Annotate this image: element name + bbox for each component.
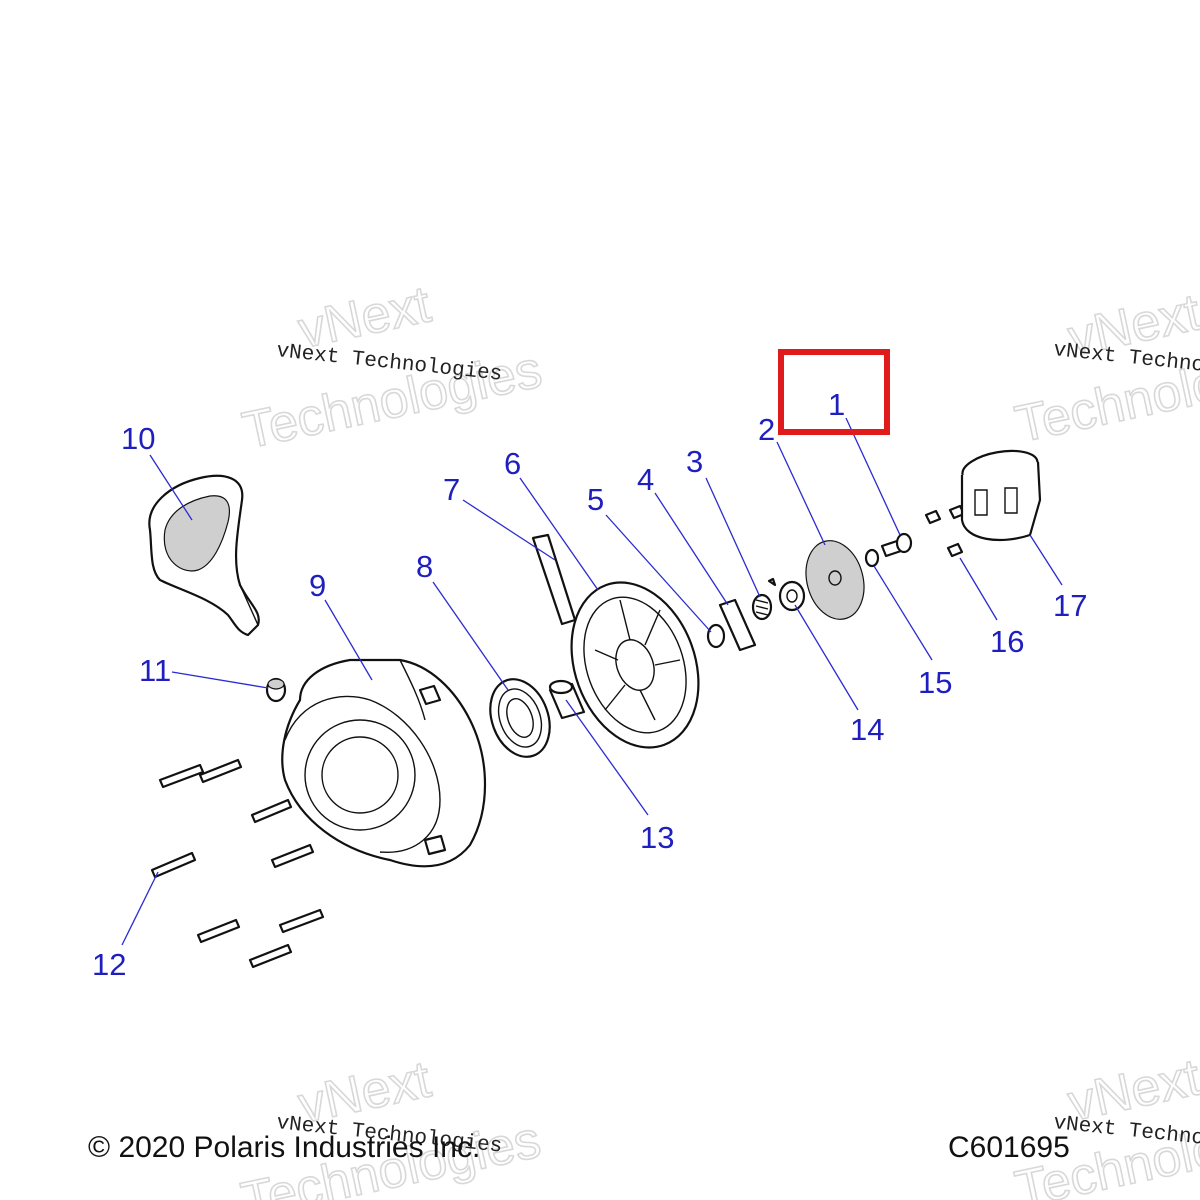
part-2-plate (805, 540, 865, 620)
part-1-bolt (880, 532, 913, 558)
part-6-pulley (570, 581, 700, 749)
part-11-bushing (265, 677, 287, 703)
leader-13 (565, 699, 649, 816)
part-15-washer (864, 548, 880, 568)
callout-2[interactable]: 2 (758, 412, 775, 447)
callout-3[interactable]: 3 (686, 444, 703, 479)
leader-1 (845, 417, 901, 536)
callout-8[interactable]: 8 (416, 549, 433, 584)
leader-14 (794, 604, 859, 711)
part-illustrations (148, 449, 1042, 969)
leader-3 (705, 477, 761, 598)
callout-17[interactable]: 17 (1053, 588, 1087, 623)
part-9-recoil-housing (281, 658, 487, 868)
part-3-spring (751, 593, 773, 621)
leader-lines (121, 417, 1063, 946)
highlight-box-callout-1 (778, 349, 890, 435)
callout-6[interactable]: 6 (504, 446, 521, 481)
part-10-starter-handle (148, 474, 260, 637)
leader-2 (776, 441, 826, 546)
leader-16 (959, 557, 998, 621)
leader-9 (324, 599, 373, 681)
leader-10 (149, 454, 193, 521)
part-17-starter-cup (960, 449, 1042, 542)
part-8-rewind-spring (489, 678, 551, 758)
callout-13[interactable]: 13 (640, 820, 674, 855)
leader-7 (462, 499, 556, 561)
leader-5 (605, 514, 712, 633)
leader-15 (873, 565, 933, 661)
leader-12 (121, 871, 159, 946)
leader-8 (432, 581, 509, 691)
callout-12[interactable]: 12 (92, 947, 126, 982)
callout-1[interactable]: 1 (828, 387, 845, 422)
part-5-clip (706, 623, 726, 649)
callout-15[interactable]: 15 (918, 665, 952, 700)
copyright-text: © 2020 Polaris Industries Inc. (88, 1131, 480, 1164)
part-4-pawl (718, 598, 757, 652)
diagram-code: C601695 (948, 1131, 1070, 1164)
callout-16[interactable]: 16 (990, 624, 1024, 659)
leader-4 (654, 492, 729, 606)
leader-6 (519, 477, 599, 591)
leader-17 (1029, 534, 1063, 586)
part-16-bolts (924, 504, 966, 558)
part-14-friction-plate (767, 577, 806, 612)
callout-7[interactable]: 7 (443, 472, 460, 507)
callout-labels: 1 2 3 4 5 6 7 8 9 10 11 12 13 14 15 16 1… (92, 387, 1087, 982)
callout-5[interactable]: 5 (587, 482, 604, 517)
callout-10[interactable]: 10 (121, 421, 155, 456)
footer: © 2020 Polaris Industries Inc. C601695 (88, 1131, 1070, 1164)
callout-9[interactable]: 9 (309, 568, 326, 603)
leader-11 (171, 671, 269, 689)
callout-14[interactable]: 14 (850, 712, 884, 747)
part-12-bolts (150, 758, 325, 969)
callout-11[interactable]: 11 (139, 653, 171, 688)
callout-4[interactable]: 4 (637, 462, 654, 497)
